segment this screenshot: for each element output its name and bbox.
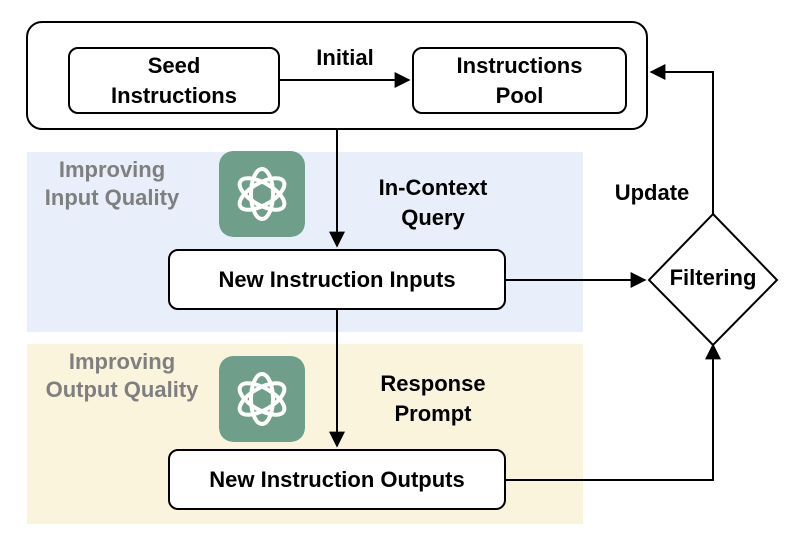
new-instruction-inputs-box: New Instruction Inputs: [168, 249, 506, 310]
openai-logo-icon: [219, 151, 305, 237]
update-label: Update: [614, 180, 690, 205]
arrow-outputs-to-filter: [506, 343, 721, 481]
input-quality-label: Improving Input Quality: [44, 157, 180, 210]
filtering-label: Filtering: [669, 265, 757, 290]
output-quality-label: Improving Output Quality: [45, 349, 199, 402]
initial-label: Initial: [316, 45, 374, 70]
filtering-diamond: [647, 212, 779, 347]
instructions-pool-box: Instructions Pool: [412, 47, 627, 114]
new-instruction-outputs-box: New Instruction Outputs: [168, 449, 506, 510]
in-context-query-label: In-Context Query: [378, 175, 488, 230]
openai-logo-icon: [219, 356, 305, 442]
arrow-update: [649, 64, 714, 214]
seed-instructions-box: Seed Instructions: [68, 47, 280, 114]
response-prompt-label: Response Prompt: [380, 371, 486, 426]
